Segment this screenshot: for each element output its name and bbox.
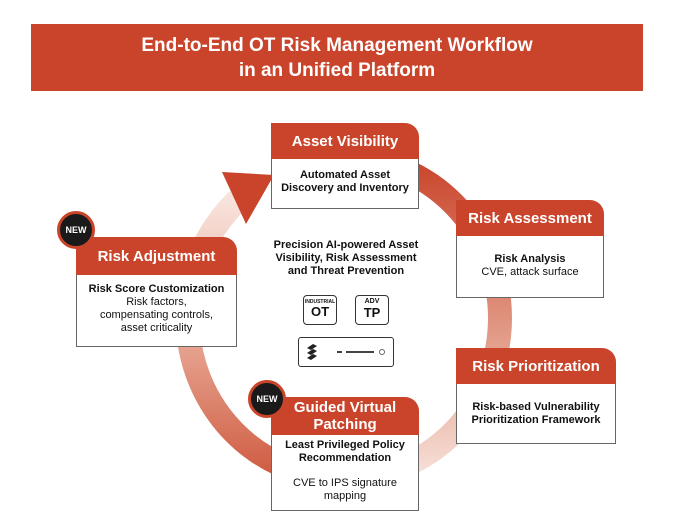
adv-tp-icon: ADV TP (355, 295, 389, 325)
card-header: Asset Visibility (271, 123, 419, 159)
card-line: compensating controls, (99, 309, 214, 321)
card-header-line: Patching (313, 416, 377, 433)
appliance-graphic (307, 344, 385, 360)
card-line: Prioritization Framework (471, 414, 601, 426)
product-big-label: TP (363, 305, 381, 320)
industrial-ot-icon: INDUSTRIAL OT (303, 295, 337, 325)
card-line: Least Privileged Policy (285, 439, 405, 451)
new-badge: NEW (57, 211, 95, 249)
center-line: and Threat Prevention (287, 265, 405, 277)
card-header: Guided Virtual Patching (271, 397, 419, 435)
card-risk-assessment: Risk Assessment Risk Analysis CVE, attac… (456, 200, 604, 298)
card-line: Risk Score Customization (88, 283, 225, 295)
card-line: Risk-based Vulnerability (472, 401, 600, 413)
firewall-appliance-icon (298, 337, 394, 367)
title-banner: End-to-End OT Risk Management Workflow i… (31, 24, 643, 91)
center-description: Precision AI-powered Asset Visibility, R… (262, 239, 430, 278)
ring-arrow-head (222, 172, 274, 224)
product-small-label: INDUSTRIAL (304, 299, 336, 305)
card-risk-prioritization: Risk Prioritization Risk-based Vulnerabi… (456, 348, 616, 444)
card-line: mapping (323, 490, 367, 502)
new-badge: NEW (248, 380, 286, 418)
card-header-line: Guided Virtual (293, 399, 397, 416)
title-line-2: in an Unified Platform (238, 59, 436, 81)
card-header: Risk Prioritization (456, 348, 616, 384)
card-guided-virtual-patching: Guided Virtual Patching Least Privileged… (271, 397, 419, 511)
card-risk-adjustment: Risk Adjustment Risk Score Customization… (76, 237, 237, 347)
card-line: Risk Analysis (494, 253, 566, 265)
card-line: CVE to IPS signature (293, 477, 397, 489)
card-line: asset criticality (120, 322, 193, 334)
card-header: Risk Adjustment (76, 237, 237, 275)
card-header: Risk Assessment (456, 200, 604, 236)
card-line: CVE, attack surface (481, 266, 579, 278)
product-small-label: ADV (364, 298, 380, 305)
center-line: Precision AI-powered Asset (273, 239, 419, 251)
title-line-1: End-to-End OT Risk Management Workflow (141, 34, 533, 56)
card-line: Discovery and Inventory (281, 182, 409, 194)
card-line: Automated Asset (299, 169, 391, 181)
product-big-label: OT (310, 304, 330, 319)
card-line: Recommendation (298, 452, 392, 464)
card-line: Risk factors, (126, 296, 187, 308)
center-line: Visibility, Risk Assessment (275, 252, 417, 264)
card-asset-visibility: Asset Visibility Automated Asset Discove… (271, 123, 419, 209)
